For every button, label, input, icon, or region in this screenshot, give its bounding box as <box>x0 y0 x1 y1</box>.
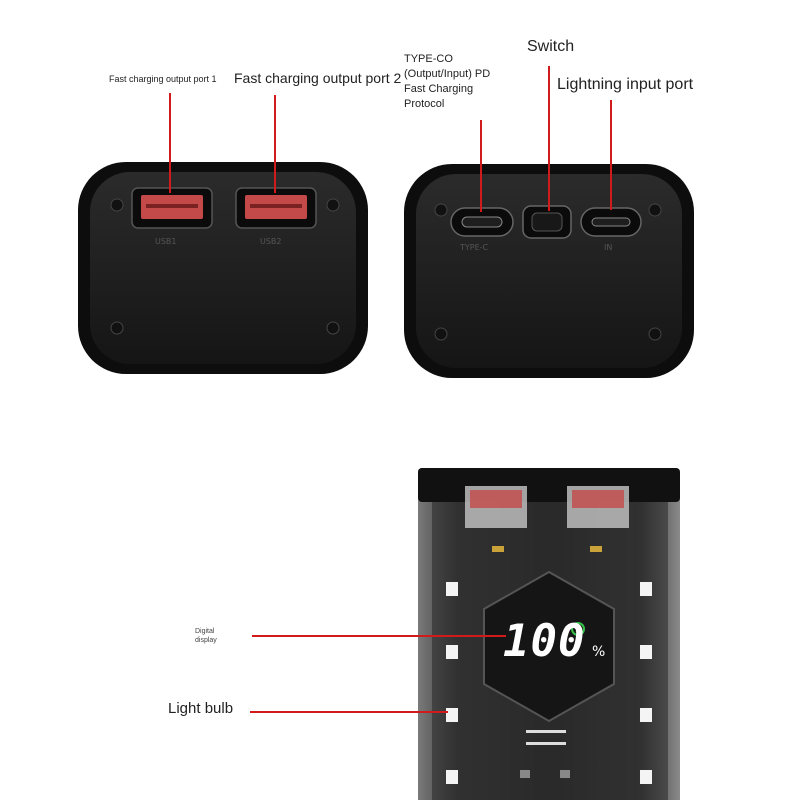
usb-end-panel <box>78 162 368 374</box>
caption-usb1: USB1 <box>155 237 177 246</box>
caption-typec: TYPE-C <box>460 243 489 252</box>
charging-leaf-icon <box>571 622 585 636</box>
typec-port <box>450 207 514 237</box>
label-usb2: Fast charging output port 2 <box>234 70 402 86</box>
display-unit: % <box>591 644 606 660</box>
label-digital-display: Digital display <box>195 627 217 645</box>
label-light-bulb: Light bulb <box>168 700 234 717</box>
label-typec-line4: Protocol <box>404 98 445 110</box>
label-usb1: Fast charging output port 1 <box>109 74 217 84</box>
leader-switch <box>548 66 550 211</box>
leader-light-bulb <box>250 711 448 713</box>
leader-display <box>252 635 506 637</box>
label-typec-line1: TYPE-CO <box>404 53 453 65</box>
leader-usb2 <box>274 95 276 193</box>
leader-typec <box>480 120 482 212</box>
led-column-right <box>640 582 652 784</box>
label-typec-line3: Fast Charging <box>404 83 474 95</box>
leader-usb1 <box>169 93 171 193</box>
display-readout: 100 % <box>503 618 605 666</box>
switch-button <box>522 205 572 239</box>
usb2-port <box>235 187 317 229</box>
label-digital-display-line1: Digital <box>195 628 215 635</box>
caption-in: IN <box>604 243 613 252</box>
label-lightning: Lightning input port <box>557 76 694 93</box>
label-switch: Switch <box>527 38 575 55</box>
caption-usb2: USB2 <box>260 237 282 246</box>
label-typec: TYPE-CO (Output/Input) PD Fast Charging … <box>404 52 490 112</box>
lightning-in-port <box>580 207 642 237</box>
leader-lightning <box>610 100 612 210</box>
label-digital-display-line2: display <box>195 637 217 644</box>
label-typec-line2: (Output/Input) PD <box>404 68 491 80</box>
display-value: 100 <box>503 616 586 667</box>
led-column-left <box>446 582 458 784</box>
display-hexagon <box>483 570 615 723</box>
usb1-port <box>131 187 213 229</box>
